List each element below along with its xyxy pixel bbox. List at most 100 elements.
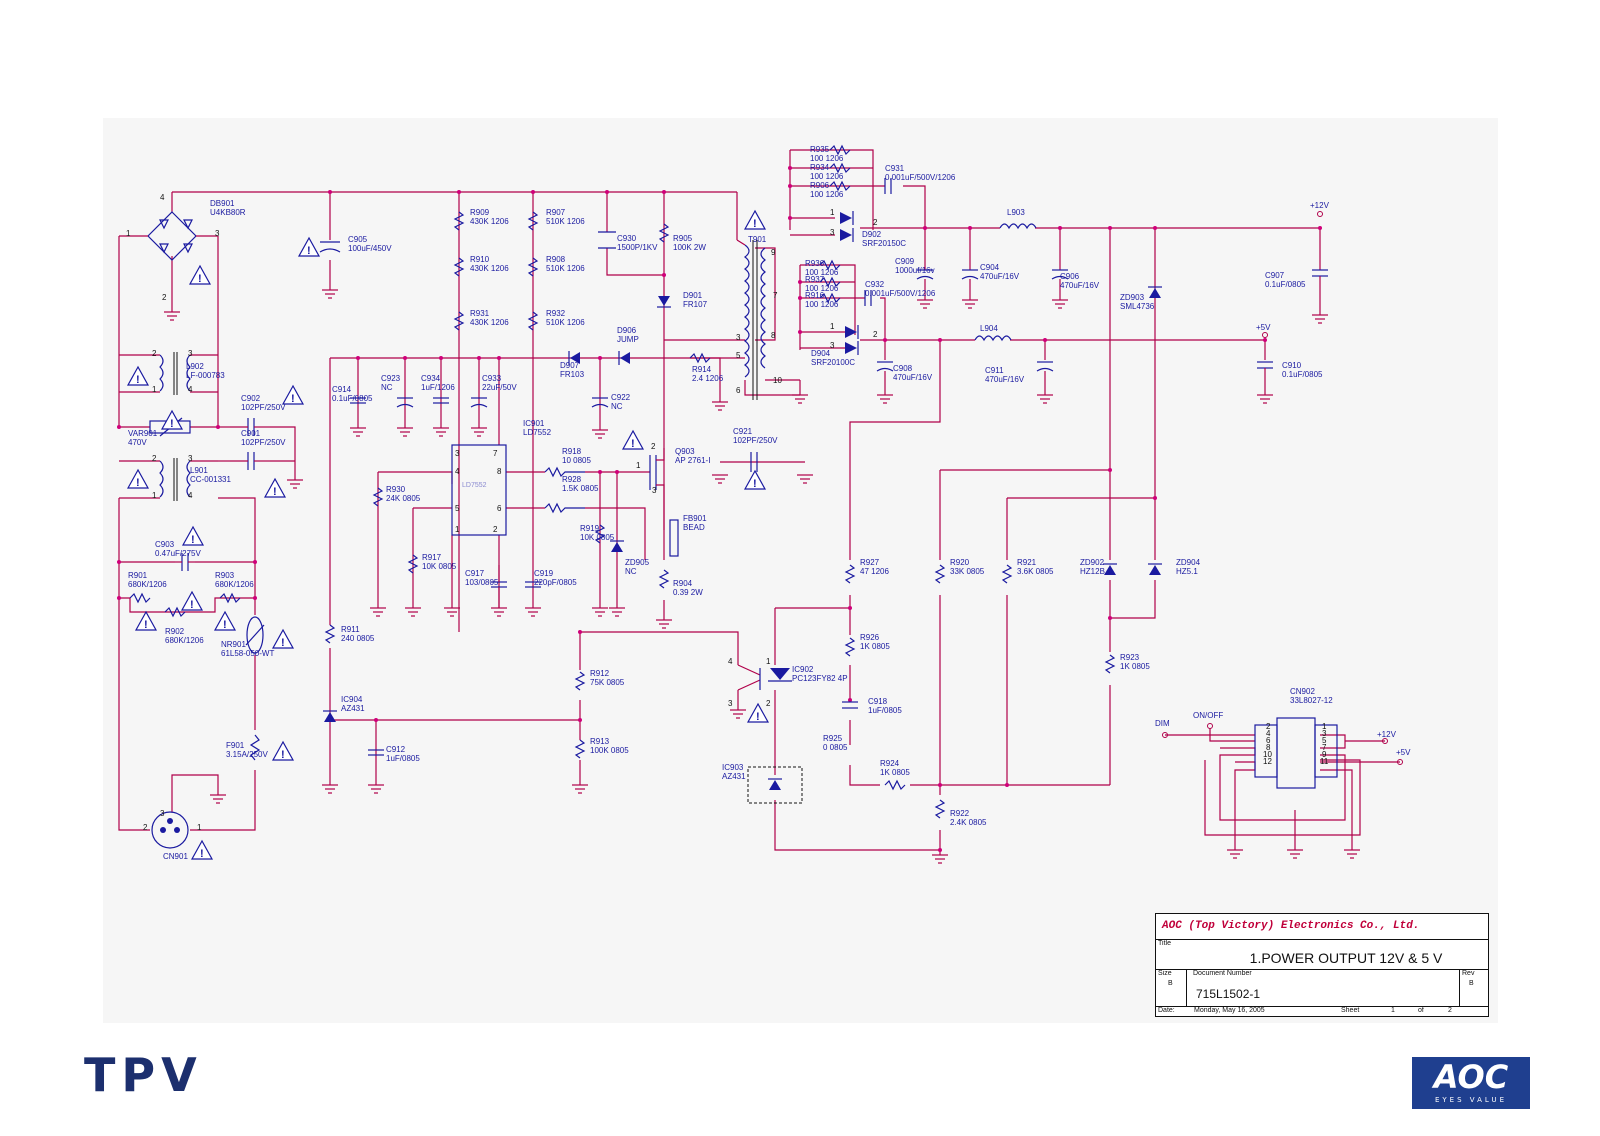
c914-refdes: C914 — [332, 385, 352, 394]
c907-refdes: C907 — [1265, 271, 1285, 280]
ground-icon — [433, 427, 449, 437]
warning-icon: ! — [190, 839, 214, 860]
c934-value: 1uF/1206 — [421, 383, 455, 392]
r935-value: 100 1206 — [810, 154, 844, 163]
ground-icon — [592, 607, 608, 617]
nr901-refdes: NR901 — [221, 640, 246, 649]
r920-value: 33K 0805 — [950, 567, 985, 576]
r934-refdes: R934 — [810, 163, 830, 172]
f901-refdes: F901 — [226, 741, 245, 750]
svg-text:!: ! — [191, 534, 195, 546]
ground-icon — [1257, 394, 1273, 404]
c923-value: NC — [381, 383, 393, 392]
r916-value: 100 1206 — [805, 300, 839, 309]
c923-refdes: C923 — [381, 374, 401, 383]
r912-refdes: R912 — [590, 669, 610, 678]
c921-refdes: C921 — [733, 427, 753, 436]
ground-icon — [792, 394, 808, 404]
d901-refdes: D901 — [683, 291, 703, 300]
svg-text:!: ! — [136, 477, 140, 489]
r922-value: 2.4K 0805 — [950, 818, 987, 827]
svg-text:11: 11 — [1320, 757, 1329, 766]
c919-refdes: C919 — [534, 569, 554, 578]
ground-icon — [350, 427, 366, 437]
r931-refdes: R931 — [470, 309, 490, 318]
warning-icons: !!!!!!!!!!!!!!!!!! — [126, 209, 770, 860]
svg-text:1: 1 — [197, 823, 202, 832]
c911-value: 470uF/16V — [985, 375, 1025, 384]
r919-value: 10K 0805 — [580, 533, 615, 542]
r907-refdes: R907 — [546, 208, 566, 217]
c918-value: 1uF/0805 — [868, 706, 902, 715]
r905-value: 100K 2W — [673, 243, 706, 252]
d906-refdes: D906 — [617, 326, 637, 335]
svg-text:5: 5 — [736, 351, 741, 360]
ic901-value: LD7552 — [523, 428, 552, 437]
c931-refdes: C931 — [885, 164, 905, 173]
svg-text:7: 7 — [773, 291, 778, 300]
svg-text:12: 12 — [1263, 757, 1272, 766]
db901-refdes: DB901 — [210, 199, 235, 208]
r921-refdes: R921 — [1017, 558, 1037, 567]
c931-value: 0.001uF/500V/1206 — [885, 173, 956, 182]
svg-text:2: 2 — [493, 525, 498, 534]
ic904-value: AZ431 — [341, 704, 365, 713]
ground-icon — [572, 784, 588, 794]
c917-value: 103/0805 — [465, 578, 499, 587]
d901-value: FR107 — [683, 300, 708, 309]
r924-value: 1K 0805 — [880, 768, 910, 777]
warning-icon: ! — [271, 628, 295, 649]
l901-value: CC-001331 — [190, 475, 231, 484]
c934-refdes: C934 — [421, 374, 441, 383]
net-labels: +12V +5V +12V +5V DIM ON/OFF — [1155, 201, 1411, 765]
svg-text:9: 9 — [771, 248, 776, 257]
r908-value: 510K 1206 — [546, 264, 585, 273]
svg-text:8: 8 — [1266, 743, 1271, 752]
r917-value: 10K 0805 — [422, 562, 457, 571]
ground-icon — [1344, 849, 1360, 859]
svg-text:3: 3 — [1322, 729, 1327, 738]
svg-text:10: 10 — [773, 376, 782, 385]
r937-value: 100 1206 — [805, 284, 839, 293]
r918-refdes: R918 — [562, 447, 582, 456]
c922-value: NC — [611, 402, 623, 411]
svg-text:!: ! — [190, 599, 194, 611]
svg-text:!: ! — [631, 438, 635, 450]
r904-refdes: R904 — [673, 579, 693, 588]
svg-text:!: ! — [753, 478, 757, 490]
tpv-logo: TPV — [84, 1048, 203, 1102]
l901-refdes: L901 — [190, 466, 208, 475]
r932-refdes: R932 — [546, 309, 566, 318]
r931-value: 430K 1206 — [470, 318, 509, 327]
r903-value: 680K/1206 — [215, 580, 254, 589]
ic903-value: AZ431 — [722, 772, 746, 781]
r909-refdes: R909 — [470, 208, 490, 217]
svg-text:1: 1 — [830, 208, 835, 217]
r919-refdes: R919 — [580, 524, 600, 533]
date-label: Date: — [1158, 1007, 1175, 1014]
warning-icon: ! — [181, 525, 205, 546]
ground-icon — [210, 794, 226, 804]
svg-text:!: ! — [307, 245, 311, 257]
nr901-value: 61L58-050-WT — [221, 649, 274, 658]
r935-refdes: R935 — [810, 145, 830, 154]
c908-value: 470uF/16V — [893, 373, 933, 382]
l902-refdes: L902 — [186, 362, 204, 371]
net-label-12v: +12V — [1310, 201, 1330, 210]
ground-icon — [730, 709, 746, 719]
r917-refdes: R917 — [422, 553, 442, 562]
l902-value: LF-000783 — [186, 371, 225, 380]
c901-refdes: C901 — [241, 429, 261, 438]
svg-text:1: 1 — [830, 322, 835, 331]
ic901-refdes: IC901 — [523, 419, 545, 428]
r921-value: 3.6K 0805 — [1017, 567, 1054, 576]
sheet-label: Sheet — [1341, 1007, 1360, 1014]
svg-text:2: 2 — [1266, 722, 1271, 731]
svg-text:2: 2 — [873, 218, 878, 227]
net-label-on-off: ON/OFF — [1193, 711, 1223, 720]
ground-icon — [471, 427, 487, 437]
r906-value: 100 1206 — [810, 190, 844, 199]
r932-value: 510K 1206 — [546, 318, 585, 327]
ground-symbols — [164, 289, 1360, 864]
